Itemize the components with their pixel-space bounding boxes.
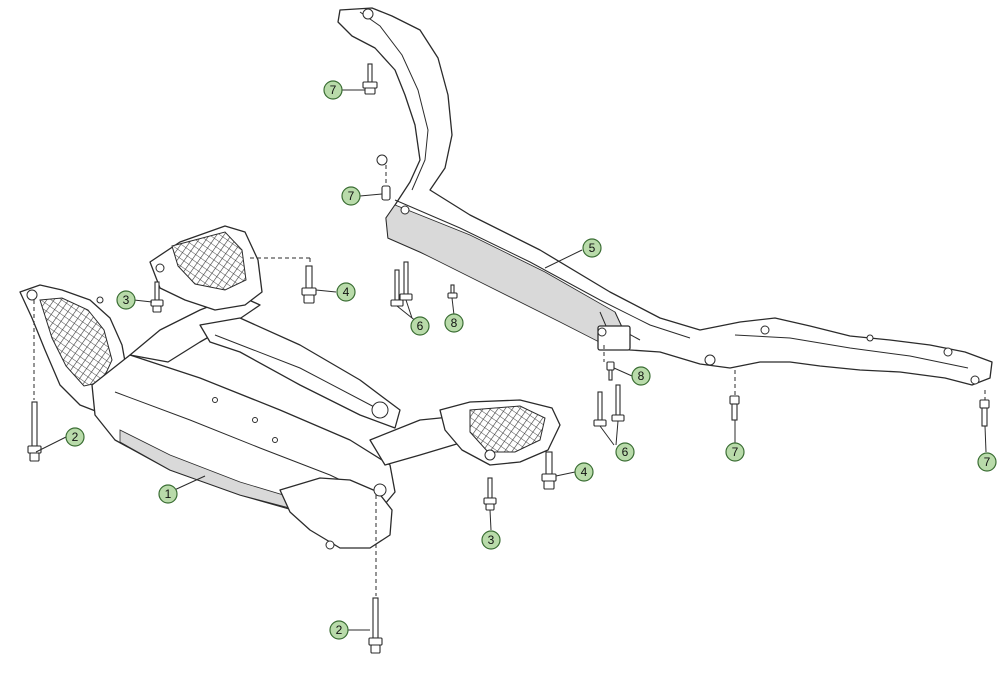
- svg-text:8: 8: [638, 369, 645, 383]
- svg-text:3: 3: [123, 293, 130, 307]
- callout-2-left: 2: [65, 427, 85, 447]
- callout-8-small-left: 8: [444, 313, 464, 333]
- bolt-center: [483, 477, 497, 511]
- svg-text:7: 7: [984, 455, 991, 469]
- svg-text:4: 4: [581, 465, 588, 479]
- callout-1-subframe: 1: [158, 484, 178, 504]
- svg-text:2: 2: [336, 623, 343, 637]
- bolts-right-pair: [593, 384, 625, 446]
- install-lines: [33, 165, 986, 596]
- svg-text:3: 3: [488, 533, 495, 547]
- svg-text:5: 5: [589, 241, 596, 255]
- bolt-left: [27, 401, 42, 462]
- bolt-top: [362, 63, 378, 95]
- svg-text:1: 1: [165, 487, 172, 501]
- callout-3-center: 3: [481, 530, 501, 550]
- callout-6-left-pair: 6: [410, 316, 430, 336]
- bolt-front: [368, 597, 383, 654]
- callout-5-rear-crossmember: 5: [582, 238, 602, 258]
- bolt-upper-left: [381, 185, 391, 201]
- callout-6-right-pair: 6: [615, 442, 635, 462]
- callout-2-front: 2: [329, 620, 349, 640]
- bolt-rear-mount: [301, 265, 317, 304]
- callout-7-mid-right: 7: [725, 442, 745, 462]
- bolts-left-pair: [390, 261, 413, 319]
- bolt-right-end: [979, 399, 990, 427]
- svg-text:8: 8: [451, 316, 458, 330]
- callouts: 1 2 2 3 3 4 4 5: [65, 80, 997, 640]
- svg-text:2: 2: [72, 430, 79, 444]
- svg-text:7: 7: [732, 445, 739, 459]
- callout-7-upper-left: 7: [341, 186, 361, 206]
- callout-4-rear-mount: 4: [336, 282, 356, 302]
- rear-crossmember: [337, 7, 993, 386]
- svg-text:6: 6: [622, 445, 629, 459]
- front-subframe: [19, 225, 561, 550]
- small-bolt-left: [447, 284, 458, 299]
- bolt-right-mount: [541, 451, 557, 490]
- callout-3-rear-left: 3: [116, 290, 136, 310]
- callout-7-top: 7: [323, 80, 343, 100]
- callout-7-right-end: 7: [977, 452, 997, 472]
- small-bolt-right: [606, 361, 615, 381]
- callout-8-small-right: 8: [631, 366, 651, 386]
- bolt-rear-left: [150, 281, 164, 313]
- bolt-mid-right: [729, 395, 740, 421]
- svg-text:7: 7: [330, 83, 337, 97]
- svg-text:6: 6: [417, 319, 424, 333]
- callout-4-right-mount: 4: [574, 462, 594, 482]
- svg-text:7: 7: [348, 189, 355, 203]
- svg-text:4: 4: [343, 285, 350, 299]
